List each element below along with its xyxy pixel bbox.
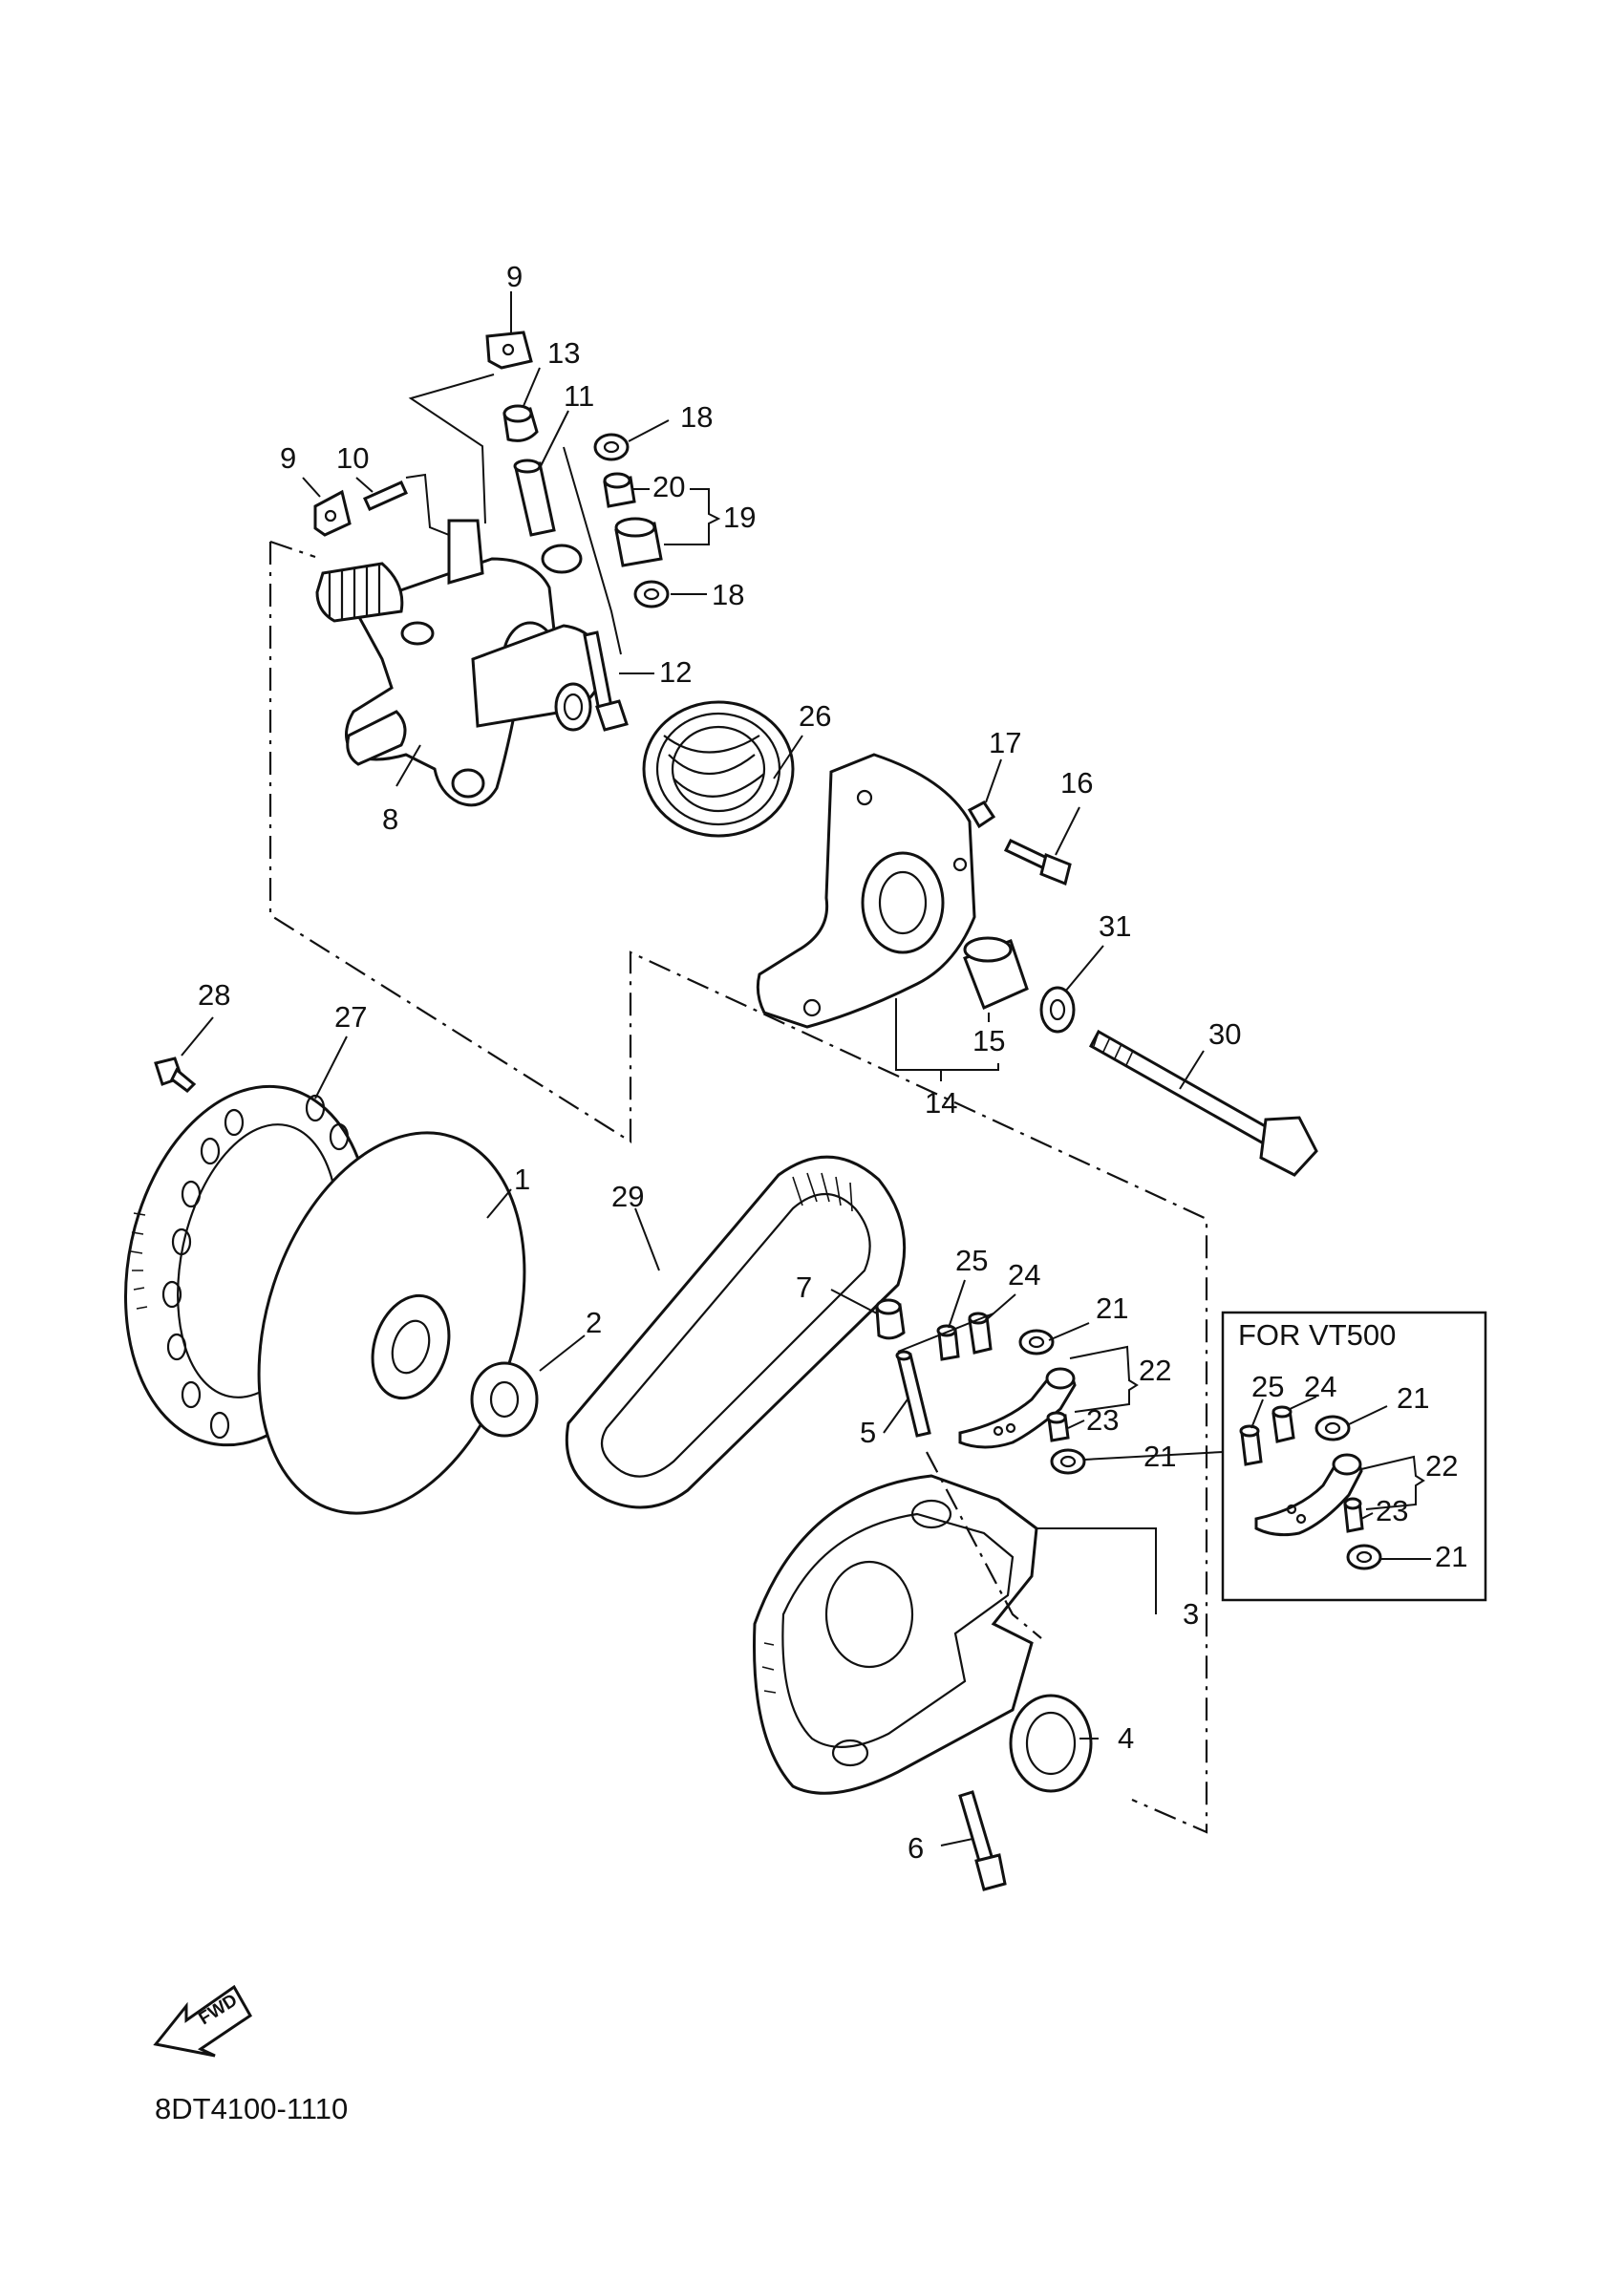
bolt-28-part (154, 1057, 197, 1093)
callout-12: 12 (659, 655, 692, 689)
callout-15: 15 (972, 1024, 1005, 1057)
bushing-15-part (963, 936, 1029, 1011)
clutch-housing-3-part (753, 1474, 1038, 1795)
inset-screw-25-part (1239, 1424, 1263, 1466)
callout-9-upper: 9 (506, 260, 523, 293)
inset-roller-23-part (1343, 1497, 1364, 1533)
callout-17: 17 (989, 726, 1021, 759)
callout-28: 28 (198, 978, 230, 1012)
callout-21-lower: 21 (1143, 1440, 1176, 1473)
callout-inset-23: 23 (1376, 1494, 1408, 1527)
washer-21-lower-part (1050, 1448, 1086, 1475)
belt-29-part (565, 1155, 907, 1509)
spring-26-part (642, 700, 795, 838)
vt500-inset-box (1221, 1311, 1487, 1602)
callout-20: 20 (652, 470, 685, 503)
inset-washer-21-lower-part (1346, 1544, 1382, 1570)
washer-18-upper-part (593, 433, 630, 461)
fixed-sheave-1-part (257, 1131, 526, 1515)
bolt-6-part (958, 1790, 1007, 1891)
callout-4: 4 (1118, 1721, 1134, 1755)
callout-labels: 9 13 11 18 9 10 20 19 18 12 26 17 16 8 3… (198, 260, 1467, 1865)
callout-10: 10 (336, 441, 369, 475)
callout-21-upper: 21 (1096, 1291, 1128, 1325)
callout-19: 19 (723, 501, 756, 534)
callout-31: 31 (1099, 909, 1131, 943)
collar-2-part (470, 1361, 539, 1438)
leader-lines (181, 291, 1431, 1846)
pin-10-part (363, 480, 408, 511)
roller-19-part (614, 517, 663, 567)
callout-inset-21-lower: 21 (1435, 1540, 1467, 1573)
callout-24: 24 (1008, 1258, 1040, 1291)
callout-6: 6 (908, 1831, 924, 1865)
callout-7: 7 (796, 1270, 812, 1304)
collar-13-part (502, 404, 539, 442)
slider-9-upper-part (485, 331, 533, 370)
callout-29: 29 (611, 1180, 644, 1213)
callout-18-upper: 18 (680, 400, 713, 434)
callout-14: 14 (925, 1086, 957, 1120)
callout-3: 3 (1183, 1597, 1199, 1631)
inset-washer-21-upper-part (1314, 1415, 1351, 1441)
nipple-7-part (875, 1298, 906, 1340)
washer-18-lower-part (633, 580, 670, 608)
callout-2: 2 (586, 1306, 602, 1339)
callout-8: 8 (382, 802, 398, 836)
callout-23: 23 (1086, 1403, 1119, 1437)
callout-inset-24: 24 (1304, 1370, 1336, 1403)
screw-25-part (936, 1324, 960, 1361)
slider-9-left-part (313, 489, 352, 537)
forward-direction-arrow: FWD (153, 1984, 252, 2058)
callout-16: 16 (1060, 766, 1093, 800)
inset-title: FOR VT500 (1238, 1318, 1396, 1352)
inset-screw-24-part (1271, 1405, 1295, 1443)
roller-20-part (603, 472, 636, 508)
sheave-cap-14-part (756, 753, 976, 1029)
callout-inset-21-upper: 21 (1397, 1381, 1429, 1415)
roller-23-part (1046, 1411, 1070, 1442)
callout-inset-25: 25 (1251, 1370, 1284, 1403)
callout-11: 11 (564, 379, 594, 413)
callout-27: 27 (334, 1000, 367, 1034)
washer-21-upper-part (1018, 1329, 1055, 1355)
inset-weight-lever-22-part (1254, 1453, 1363, 1537)
callout-22: 22 (1139, 1354, 1171, 1387)
bolt-12-part (583, 630, 629, 732)
washer-31-part (1039, 986, 1076, 1034)
callout-30: 30 (1208, 1017, 1241, 1051)
callout-13: 13 (547, 336, 580, 370)
bearing-4-part (1009, 1694, 1093, 1793)
callout-18-lower: 18 (712, 578, 744, 611)
pin-5-part (895, 1350, 931, 1438)
callout-5: 5 (860, 1416, 876, 1449)
bolt-30-part (1088, 1029, 1318, 1177)
primary-sliding-sheave-part (315, 519, 604, 807)
weight-lever-22-part (958, 1367, 1077, 1449)
roller-pin-11-part (513, 459, 556, 537)
callout-25: 25 (955, 1244, 988, 1277)
callout-26: 26 (799, 699, 831, 733)
callout-1: 1 (514, 1163, 530, 1196)
bolt-16-part (1003, 839, 1072, 886)
nut-17-part (967, 800, 996, 829)
assembly-guide-lines (268, 540, 1208, 1834)
callout-inset-22: 22 (1425, 1449, 1458, 1483)
diagram-code: 8DT4100-1110 (155, 2092, 348, 2125)
callout-9-left: 9 (280, 441, 296, 475)
